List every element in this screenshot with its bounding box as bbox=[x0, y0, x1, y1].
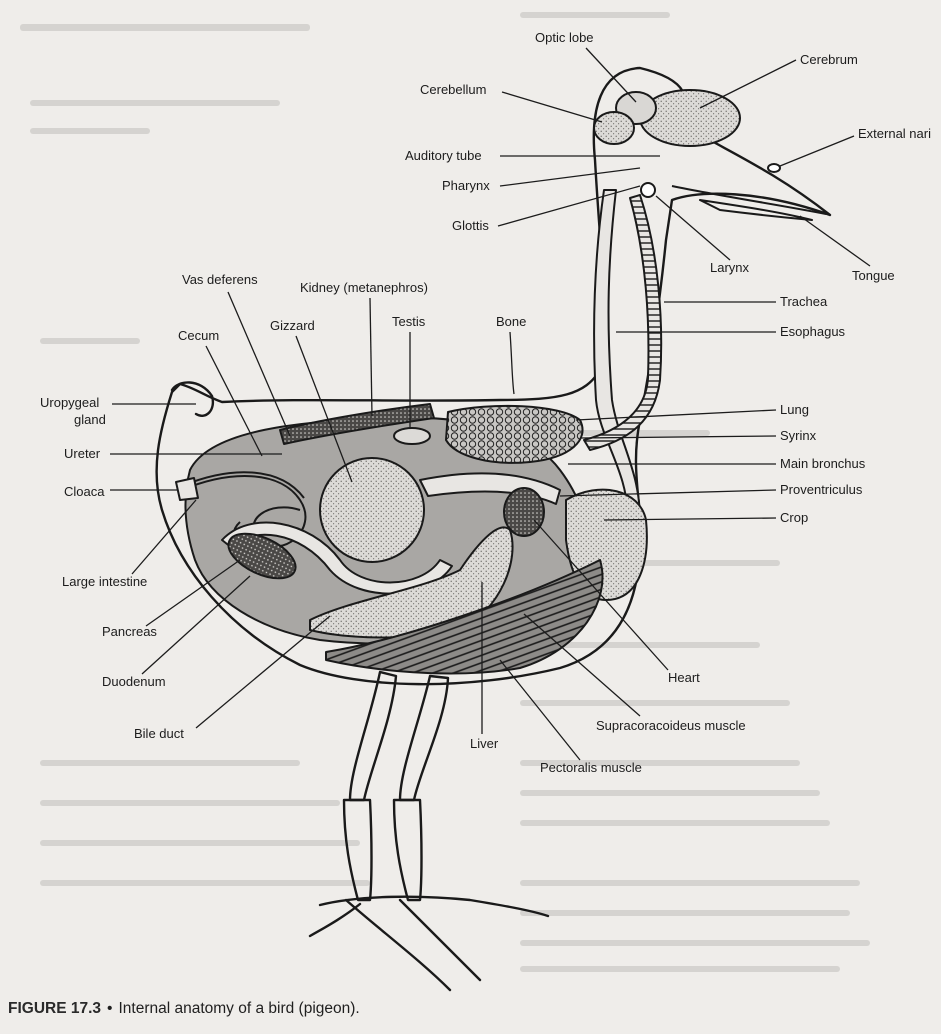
label-text: Crop bbox=[780, 510, 808, 525]
label-bone: Bone bbox=[496, 314, 526, 394]
label-text: Duodenum bbox=[102, 674, 166, 689]
label-cerebellum: Cerebellum bbox=[420, 82, 602, 122]
label-text: Syrinx bbox=[780, 428, 817, 443]
cloaca-shape bbox=[176, 478, 198, 500]
label-text: Gizzard bbox=[270, 318, 315, 333]
label-text: Supracoracoideus muscle bbox=[596, 718, 746, 733]
label-text: External nari bbox=[858, 126, 931, 141]
label-text: Lung bbox=[780, 402, 809, 417]
label-text: Auditory tube bbox=[405, 148, 482, 163]
label-text: Optic lobe bbox=[535, 30, 594, 45]
label-text: Bone bbox=[496, 314, 526, 329]
label-optic-lobe: Optic lobe bbox=[535, 30, 636, 102]
label-text-line-2: gland bbox=[74, 412, 106, 427]
cerebrum-shape bbox=[640, 90, 740, 146]
label-text: Bile duct bbox=[134, 726, 184, 741]
label-text: Pharynx bbox=[442, 178, 490, 193]
label-text: Cerebrum bbox=[800, 52, 858, 67]
label-uropygeal-gland: Uropygeal gland bbox=[40, 395, 196, 427]
label-text: Large intestine bbox=[62, 574, 147, 589]
label-text: Trachea bbox=[780, 294, 828, 309]
label-auditory-tube: Auditory tube bbox=[405, 148, 660, 163]
label-vas-deferens: Vas deferens bbox=[182, 272, 290, 436]
tongue-shape bbox=[700, 200, 812, 220]
caption-bullet: • bbox=[107, 1000, 112, 1017]
leg-left bbox=[350, 672, 396, 800]
shin-right bbox=[394, 800, 422, 900]
label-text: Larynx bbox=[710, 260, 750, 275]
gizzard-shape bbox=[320, 458, 424, 562]
label-text: Cecum bbox=[178, 328, 219, 343]
label-text: Liver bbox=[470, 736, 499, 751]
label-text: Esophagus bbox=[780, 324, 846, 339]
naris-shape bbox=[768, 164, 780, 172]
testis-shape bbox=[394, 428, 430, 444]
caption-text: Internal anatomy of a bird (pigeon). bbox=[118, 1000, 359, 1017]
label-tongue: Tongue bbox=[800, 216, 895, 283]
label-text: Tongue bbox=[852, 268, 895, 283]
leg-right bbox=[400, 676, 448, 800]
label-text: Glottis bbox=[452, 218, 489, 233]
label-text: Pancreas bbox=[102, 624, 157, 639]
label-text: Ureter bbox=[64, 446, 101, 461]
label-text-line-1: Uropygeal bbox=[40, 395, 99, 410]
label-text: Cloaca bbox=[64, 484, 105, 499]
label-main-bronchus: Main bronchus bbox=[568, 456, 866, 471]
label-text: Vas deferens bbox=[182, 272, 258, 287]
label-text: Heart bbox=[668, 670, 700, 685]
label-text: Testis bbox=[392, 314, 426, 329]
feet bbox=[310, 897, 548, 990]
label-external-naris: External nari bbox=[780, 126, 931, 166]
label-trachea: Trachea bbox=[664, 294, 828, 309]
label-text: Pectoralis muscle bbox=[540, 760, 642, 775]
figure-number: FIGURE 17.3 bbox=[8, 1000, 101, 1017]
heart-shape bbox=[504, 488, 544, 536]
label-cloaca: Cloaca bbox=[64, 484, 178, 499]
label-text: Proventriculus bbox=[780, 482, 863, 497]
label-text: Main bronchus bbox=[780, 456, 866, 471]
lung-shape bbox=[446, 406, 583, 463]
esophagus-tube bbox=[594, 190, 640, 520]
label-text: Kidney (metanephros) bbox=[300, 280, 428, 295]
figure-caption: FIGURE 17.3 • Internal anatomy of a bird (… bbox=[8, 1000, 360, 1018]
cerebellum-shape bbox=[594, 112, 634, 144]
label-text: Cerebellum bbox=[420, 82, 486, 97]
larynx-shape bbox=[641, 183, 655, 197]
